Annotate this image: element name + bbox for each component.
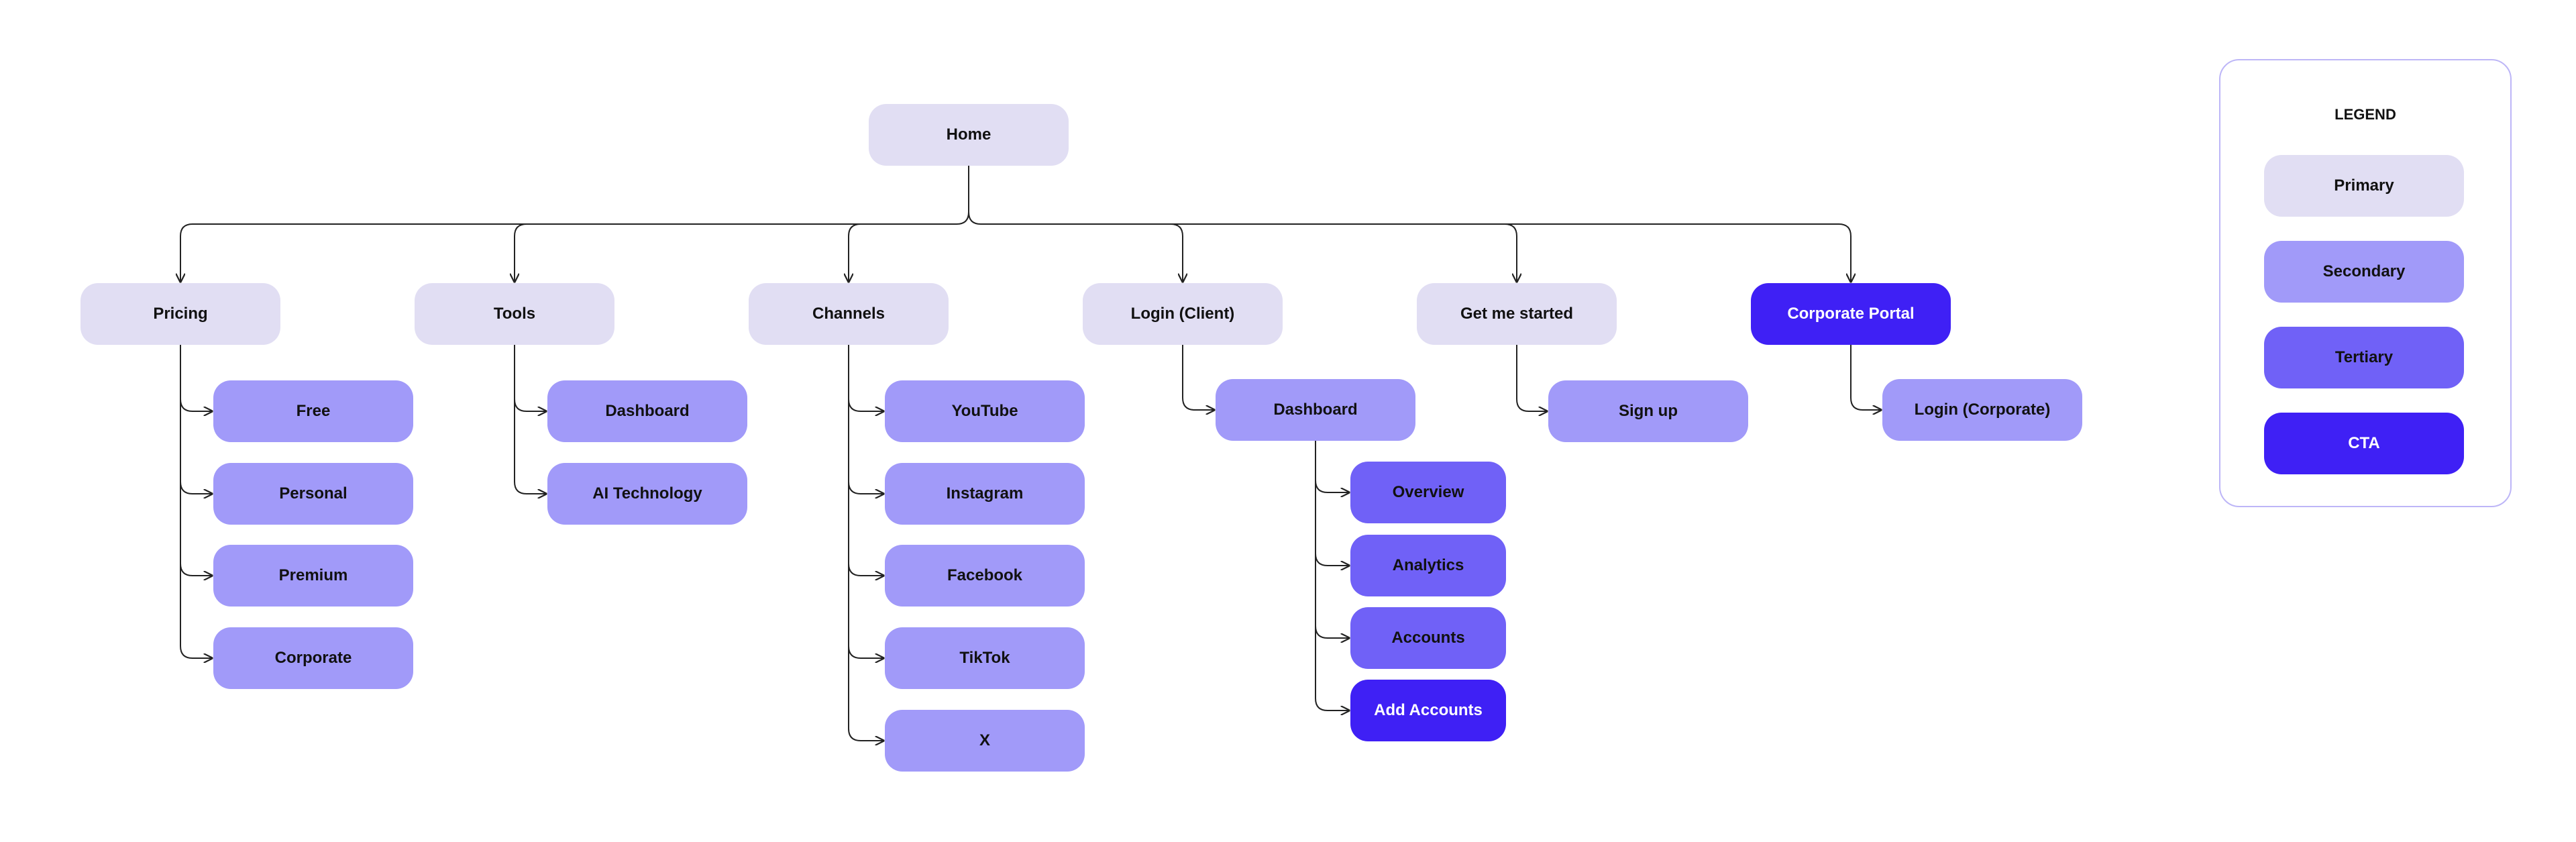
connector-get-started-0: [1516, 345, 1547, 411]
node-channels-instagram: Instagram: [885, 463, 1085, 525]
connector-pricing-2: [180, 345, 212, 576]
node-home: Home: [869, 104, 1069, 166]
connector-channels-0: [848, 345, 883, 411]
node-channels: Channels: [749, 283, 949, 345]
connector-home-bus-right: [968, 211, 1839, 225]
connector-pricing-1: [180, 345, 212, 494]
connector-dashboard-1: [1315, 441, 1349, 566]
connector-dashboard-0: [1315, 441, 1349, 492]
connector-tools-0: [514, 345, 546, 411]
connector-channels-4: [848, 345, 883, 741]
connector-tools-1: [514, 345, 546, 494]
node-corporate-portal: Corporate Portal: [1751, 283, 1951, 345]
connector-pricing-3: [180, 345, 212, 658]
node-channels-youtube: YouTube: [885, 380, 1085, 442]
node-tools-dashboard: Dashboard: [547, 380, 747, 442]
connector-top-level-1: [515, 223, 527, 282]
connector-dashboard-2: [1315, 441, 1349, 638]
node-login-client: Login (Client): [1083, 283, 1283, 345]
node-get-started: Get me started: [1417, 283, 1617, 345]
node-channels-x: X: [885, 710, 1085, 772]
connector-top-level-2: [849, 223, 861, 282]
connector-channels-2: [848, 345, 883, 576]
node-channels-tiktok: TikTok: [885, 627, 1085, 689]
node-client-dashboard: Dashboard: [1216, 379, 1415, 441]
connector-top-level-3: [1170, 223, 1183, 282]
legend-item-cta: CTA: [2264, 413, 2464, 474]
node-pricing: Pricing: [80, 283, 280, 345]
node-pricing-corporate: Corporate: [213, 627, 413, 689]
node-dashboard-add-accounts: Add Accounts: [1350, 680, 1506, 741]
connector-dashboard-3: [1315, 441, 1349, 711]
connector-pricing-0: [180, 345, 212, 411]
connector-corporate-portal-0: [1850, 345, 1881, 410]
connector-login-client-0: [1182, 345, 1214, 410]
node-dashboard-analytics: Analytics: [1350, 535, 1506, 596]
node-pricing-free: Free: [213, 380, 413, 442]
connector-top-level-5: [1838, 223, 1851, 282]
node-pricing-personal: Personal: [213, 463, 413, 525]
legend-item-tertiary: Tertiary: [2264, 327, 2464, 388]
node-tools-ai-technology: AI Technology: [547, 463, 747, 525]
connector-home-bus-left: [193, 166, 969, 225]
legend-title: LEGEND: [2334, 106, 2396, 123]
node-login-corporate: Login (Corporate): [1882, 379, 2082, 441]
node-tools: Tools: [415, 283, 614, 345]
connector-channels-3: [848, 345, 883, 658]
node-dashboard-accounts: Accounts: [1350, 607, 1506, 669]
node-dashboard-overview: Overview: [1350, 462, 1506, 523]
connector-top-level-0: [180, 223, 193, 282]
legend-item-secondary: Secondary: [2264, 241, 2464, 303]
node-pricing-premium: Premium: [213, 545, 413, 607]
connector-channels-1: [848, 345, 883, 494]
node-channels-facebook: Facebook: [885, 545, 1085, 607]
connector-top-level-4: [1504, 223, 1517, 282]
node-sign-up: Sign up: [1548, 380, 1748, 442]
legend-item-primary: Primary: [2264, 155, 2464, 217]
